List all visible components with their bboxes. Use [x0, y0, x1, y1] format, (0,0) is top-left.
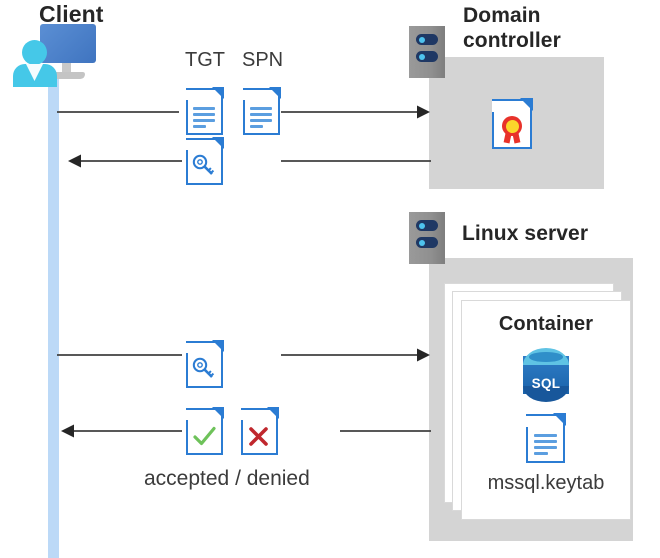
message-4-arrow [61, 424, 431, 438]
domain-controller-server-icon [409, 26, 445, 78]
key-icon [192, 154, 215, 175]
keytab-document-icon [526, 413, 566, 463]
message-3-arrow [57, 348, 430, 362]
client-title: Client [39, 1, 104, 27]
accepted-denied-label: accepted / denied [144, 467, 310, 490]
sql-database-icon: SQL [523, 348, 569, 402]
client-lifeline [48, 72, 59, 558]
container-title: Container [498, 313, 594, 335]
key-icon [192, 357, 215, 378]
spn-label: SPN [242, 49, 284, 71]
cross-icon [249, 427, 268, 446]
linux-server-title: Linux server [462, 222, 589, 245]
check-icon [193, 426, 216, 446]
service-ticket-document-icon-2 [186, 340, 224, 388]
tgt-document-icon [186, 87, 224, 135]
denied-document-icon [241, 407, 279, 455]
sql-database-label: SQL [531, 376, 561, 391]
client-computer-icon [12, 22, 98, 87]
service-ticket-document-icon-1 [186, 137, 224, 185]
spn-document-icon [243, 87, 281, 135]
keytab-filename-label: mssql.keytab [487, 472, 605, 494]
domain-controller-title-line1: Domain [463, 4, 541, 27]
certificate-document-icon [492, 98, 533, 149]
accepted-document-icon [186, 407, 224, 455]
linux-server-icon [409, 212, 445, 264]
domain-controller-title-line2: controller [463, 29, 561, 52]
message-1-arrow [57, 105, 430, 119]
message-2-arrow [68, 154, 431, 168]
tgt-label: TGT [185, 49, 225, 71]
container-card-front[interactable] [461, 300, 631, 520]
